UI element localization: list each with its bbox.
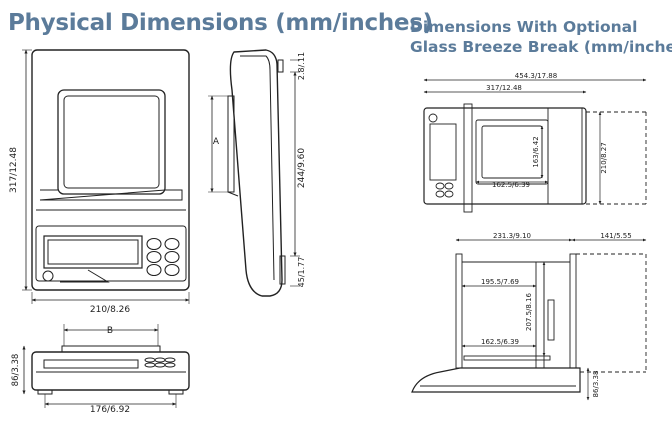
breeze-inner-width-label: 195.5/7.69 [481, 278, 519, 286]
front-width-label: 210/8.26 [90, 305, 131, 315]
optional-breeze-break-title-line-1: Dimensions With Optional [410, 18, 638, 36]
front-view [22, 49, 190, 304]
side-housing-outline [229, 49, 283, 297]
top-inner-height-label: 163/6.42 [532, 136, 540, 167]
front-height-label: 317/12.48 [9, 147, 19, 193]
side-bottom-label: 45/1.77 [297, 257, 306, 288]
physical-dimensions-title: Physical Dimensions (mm/inches) [8, 10, 433, 36]
top-depth-label: 210/8.27 [600, 142, 608, 173]
side-view [208, 49, 300, 297]
breeze-top-view [423, 78, 647, 213]
side-top-foot [277, 59, 284, 73]
side-pan [227, 95, 235, 193]
front-housing-outline [31, 49, 190, 291]
control-panel [35, 225, 187, 282]
weighing-pan-inner [63, 95, 160, 189]
bottom-pan [61, 345, 161, 353]
breeze-inner-height-label: 207.5/8.16 [525, 292, 533, 331]
breeze-side-base [411, 367, 581, 393]
bottom-width-label: 176/6.92 [90, 405, 130, 415]
top-overall-label: 454.3/17.88 [515, 72, 557, 80]
level-indicator-icon [42, 270, 54, 282]
weighing-pan-outer [57, 89, 166, 195]
side-height-label: 244/9.60 [297, 148, 307, 189]
side-top-label: 2.8/.11 [297, 52, 306, 80]
bottom-dim-b: B [107, 326, 113, 336]
top-housing-outline [423, 107, 587, 205]
top-inner-width-label: 162.5/6.39 [492, 181, 530, 189]
bottom-housing-outline [31, 351, 190, 391]
side-bottom-foot [279, 255, 286, 285]
breeze-side-view [411, 238, 647, 401]
bottom-height-label: 86/3.38 [11, 354, 21, 387]
side-dim-a: A [213, 137, 220, 147]
bottom-view [22, 324, 190, 408]
breeze-side-ext-label: 141/5.55 [600, 232, 631, 240]
breeze-side-width-label: 231.3/9.10 [493, 232, 531, 240]
breeze-total-height-label: 86/3.38 [592, 371, 600, 398]
display-window [43, 235, 143, 269]
breeze-pan-width-label: 162.5/6.39 [481, 338, 519, 346]
keypad [146, 237, 180, 277]
optional-breeze-break-title-line-2: Glass Breeze Break (mm/inches) [410, 38, 672, 56]
top-width-label: 317/12.48 [486, 84, 522, 92]
